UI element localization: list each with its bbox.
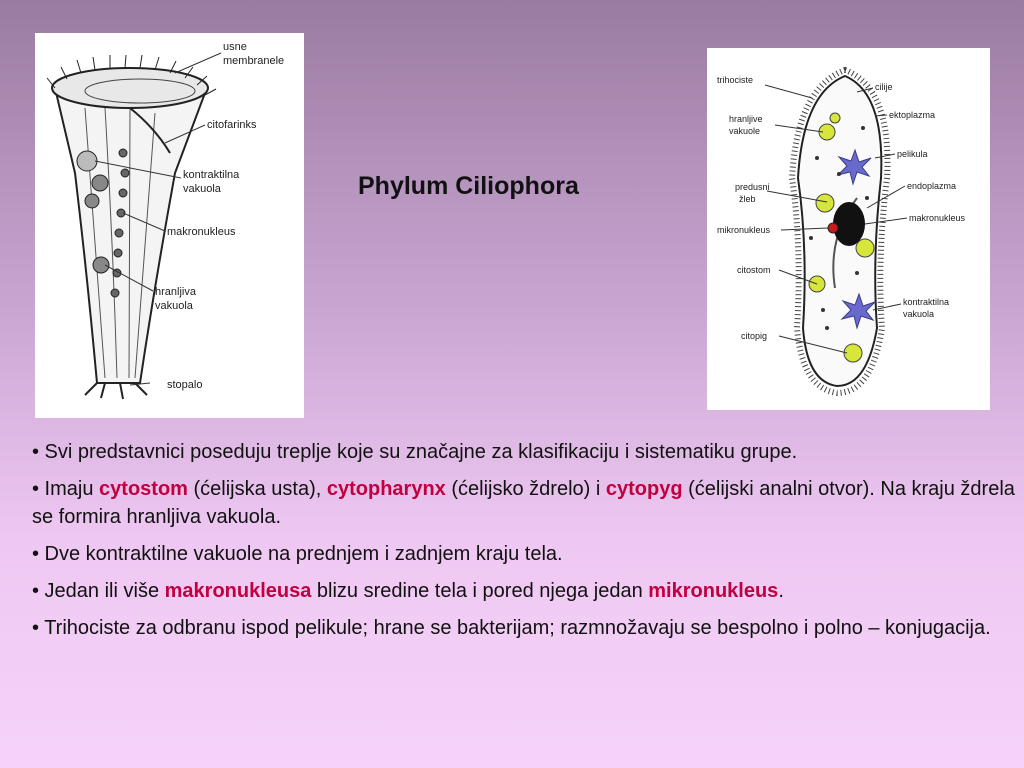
stentor-diagram: usne membranele citofarinks kontraktilna… [35, 33, 304, 418]
peristome [51, 67, 209, 109]
label-vakuola: vakuola [903, 309, 934, 319]
bullet-text: blizu sredine tela i pored njega jedan [311, 580, 649, 602]
term-cytostom: cytostom [99, 478, 188, 500]
label-makronukleus: makronukleus [167, 226, 236, 238]
label-hranljive: hranljive [729, 114, 763, 124]
label-stopalo: stopalo [167, 379, 202, 391]
label-zleb: žleb [739, 194, 756, 204]
bullet-text: • Svi predstavnici poseduju treplje koje… [32, 441, 798, 463]
term-cytopharynx: cytopharynx [326, 478, 446, 500]
macronucleus-chain [110, 148, 130, 298]
leader-lines [94, 52, 222, 386]
bullet-vacuoles: • Dve kontraktilne vakuole na prednjem i… [32, 540, 1017, 568]
rim-cilia [46, 54, 217, 96]
paramecium-diagram: trihociste cilije hranljive vakuole ekto… [707, 48, 990, 410]
food-vacuoles [808, 112, 875, 363]
label-mikronukleus: mikronukleus [717, 225, 771, 235]
bullet-trichocysts: • Trihociste za odbranu ispod pelikule; … [32, 614, 1017, 642]
bullet-nucleus: • Jedan ili više makronukleusa blizu sre… [32, 577, 1017, 605]
holdfast [84, 382, 148, 400]
bullet-text: • Dve kontraktilne vakuole na prednjem i… [32, 543, 563, 565]
label-membranele: membranele [223, 55, 284, 67]
label-vakuola: vakuola [183, 183, 222, 195]
food-vacuole [92, 256, 110, 274]
label-usne: usne [223, 41, 247, 53]
bullet-list: • Svi predstavnici poseduju treplje koje… [32, 438, 1017, 651]
label-kontraktilna: kontraktilna [183, 169, 240, 181]
term-cytopyg: cytopyg [605, 478, 683, 500]
bullet-text: (ćelijsko ždrelo) i [445, 478, 606, 500]
bullet-text: . [778, 580, 784, 602]
label-predusni: predusni [735, 182, 770, 192]
label-kontraktilna: kontraktilna [903, 297, 949, 307]
label-vakuola-food: vakuola [155, 300, 194, 312]
label-citostom: citostom [737, 265, 771, 275]
food-vacuole [84, 193, 100, 209]
term-makronukleusa: makronukleusa [164, 580, 312, 602]
contractile-vacuole [76, 150, 98, 172]
label-citopig: citopig [741, 331, 767, 341]
label-endoplazma: endoplazma [907, 181, 956, 191]
paramecium-drawing: trihociste cilije hranljive vakuole ekto… [717, 66, 966, 397]
bullet-cilia: • Svi predstavnici poseduju treplje koje… [32, 438, 1017, 466]
term-mikronukleus: mikronukleus [648, 580, 779, 602]
bullet-text: • Trihociste za odbranu ispod pelikule; … [32, 617, 991, 639]
label-cilije: cilije [875, 82, 893, 92]
bullet-cytostom: • Imaju cytostom (ćelijska usta), cytoph… [32, 475, 1017, 531]
food-vacuole [91, 174, 109, 192]
granules [809, 126, 869, 330]
bullet-text: (ćelijski analni otvor). Na kraju ždrela… [32, 478, 1015, 528]
cilia-fringe [788, 66, 891, 397]
label-ektoplazma: ektoplazma [889, 110, 935, 120]
label-pelikula: pelikula [897, 149, 928, 159]
bullet-text: • Jedan ili više [32, 580, 165, 602]
bullet-text: • Imaju [32, 478, 100, 500]
label-citofarinks: citofarinks [207, 119, 257, 131]
body-stripes [84, 107, 156, 379]
membranelle-band [84, 78, 196, 104]
macronucleus [833, 202, 865, 246]
contractile-vacuoles [836, 148, 876, 330]
label-makronukleus: makronukleus [909, 213, 966, 223]
leader-lines [764, 84, 908, 354]
label-vakuole: vakuole [729, 126, 760, 136]
slide-title: Phylum Ciliophora [358, 172, 579, 200]
label-trihociste: trihociste [717, 75, 753, 85]
label-hranljiva: hranljiva [155, 286, 197, 298]
micronucleus [827, 222, 839, 234]
bullet-text: (ćelijska usta), [187, 478, 327, 500]
cytopharynx [129, 107, 171, 154]
stentor-drawing: usne membranele citofarinks kontraktilna… [46, 41, 284, 400]
